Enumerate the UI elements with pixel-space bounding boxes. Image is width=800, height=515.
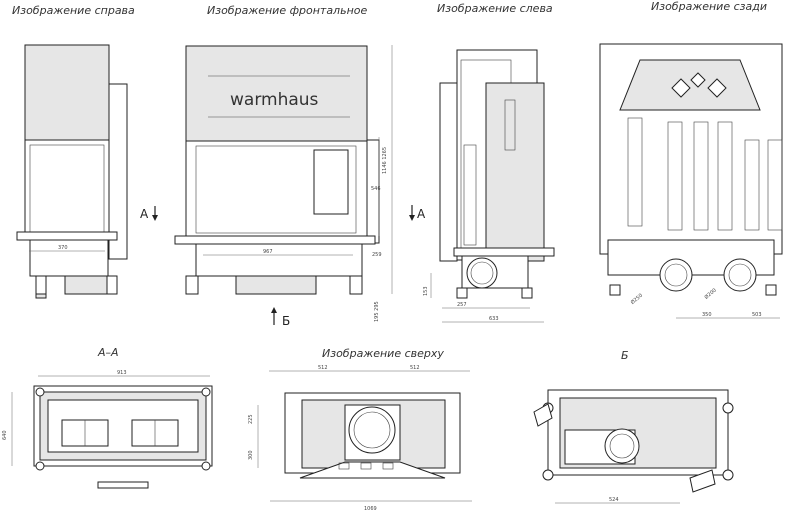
dim-top-h1: 225 [248,414,254,424]
marker-b-arrow: Б [282,314,290,328]
dim-top-w1: 512 [318,365,328,371]
dim-top-total: 1069 [364,506,377,512]
title-right-view: Изображение справа [12,4,135,17]
back-view: Ø250 Ø200 350 503 [599,43,783,319]
dim-front-h4: 195 295 [374,301,380,322]
dim-front-width: 967 [263,249,273,255]
marker-a-right: А [140,207,149,221]
dim-b-width: 524 [609,497,619,503]
dim-section-width: 913 [117,370,127,376]
dim-top-w2: 512 [410,365,420,371]
right-view: 370 [16,44,128,299]
dim-left-d1: 257 [457,302,467,308]
title-left-view: Изображение слева [437,2,553,15]
dim-back-c2: Ø200 [703,287,718,301]
left-view: 257 633 153 [423,49,555,323]
dim-left-h: 153 [423,286,429,296]
top-view: 512 512 225 300 1069 [248,365,472,512]
marker-a-left: А [417,207,426,221]
title-b-view: Б [621,349,629,362]
title-front-view: Изображение фронтальное [207,4,367,17]
section-aa-view: 913 640 [2,370,213,489]
dim-front-h3: 259 [372,252,382,258]
brand-logo: warmhaus [230,90,319,110]
dim-back-c1: Ø250 [629,292,644,306]
dim-front-h2: 1146 1265 [382,147,388,174]
dim-top-h2: 300 [248,450,254,460]
title-section-aa: А–А [97,346,119,359]
dim-back-d1: 350 [702,312,712,318]
dim-back-d2: 503 [752,312,762,318]
dim-section-height: 640 [2,430,8,440]
dim-left-d2: 633 [489,316,499,322]
title-top-view: Изображение сверху [322,347,444,360]
view-b: 524 [533,389,734,504]
dim-front-h1: 546 [371,186,381,192]
title-back-view: Изображение сзади [651,0,767,13]
front-view: warmhaus 967 546 1146 1265 259 195 295 [174,45,393,322]
dim-right-width: 370 [58,245,68,251]
